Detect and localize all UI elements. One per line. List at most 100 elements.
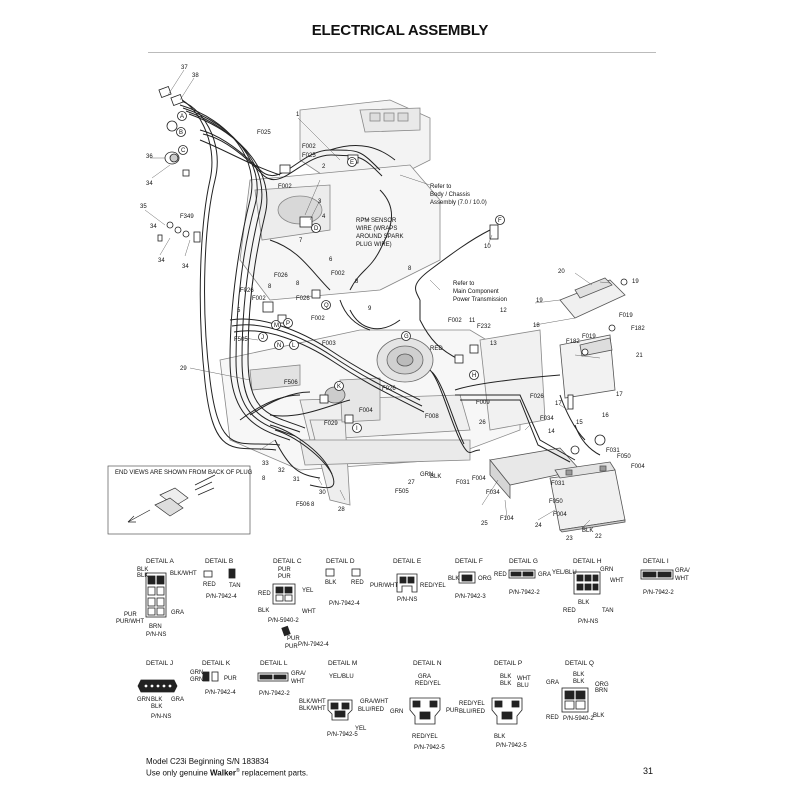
detail-e-label: RED/YEL — [420, 583, 446, 589]
detail-j-title: DETAIL J — [146, 660, 173, 667]
detail-a-title: DETAIL A — [146, 558, 174, 565]
detail-g-label: GRA — [538, 572, 551, 578]
detail-p-label: RED/YEL — [459, 701, 485, 707]
page-number: 31 — [643, 766, 654, 776]
detail-q-label: BLK — [573, 672, 584, 678]
callout-26: 26 — [479, 420, 486, 426]
callout-f002: F002 — [302, 144, 316, 150]
wire-red: RED — [430, 346, 443, 352]
callout-11: 11 — [469, 318, 476, 324]
detail-m-label: GRA/WHT — [360, 699, 389, 705]
note-rpm-3: AROUND SPARK — [356, 234, 404, 240]
detail-q-label: BLK — [573, 679, 584, 685]
callout-17: 17 — [616, 392, 623, 398]
detail-a-label: P/N-NS — [146, 632, 166, 638]
footer-note-pre: Use only genuine — [146, 768, 211, 778]
callout-24: 24 — [535, 523, 542, 529]
detail-c-label: YEL — [302, 588, 314, 594]
footer-note-post: replacement parts. — [239, 768, 309, 778]
callout-f506: F506 — [284, 380, 298, 386]
callout-6: 6 — [329, 257, 333, 263]
detail-c-label: P/N-5940-2 — [268, 618, 299, 624]
callout-f031: F031 — [551, 481, 565, 487]
callout-1: 1 — [296, 112, 300, 118]
callout-f050: F050 — [549, 499, 563, 505]
circle-letter-d: D — [314, 226, 319, 232]
detail-d: DETAIL D BLK RED P/N-7942-4 — [325, 558, 364, 607]
detail-g: DETAIL G RED GRA P/N-7942-2 — [494, 558, 551, 596]
wire-blk-battery: BLK — [582, 528, 593, 534]
callout-f026: F026 — [296, 296, 310, 302]
callout-f034: F034 — [540, 416, 554, 422]
callout-f004: F004 — [631, 464, 645, 470]
detail-d-title: DETAIL D — [326, 558, 355, 565]
detail-k-label: P/N-7942-4 — [205, 690, 236, 696]
detail-p-label: P/N-7942-5 — [496, 743, 527, 749]
detail-n-title: DETAIL N — [413, 660, 442, 667]
detail-a: DETAIL A BLK BLK BLK/WHT GRA PUR PUR/WHT… — [116, 558, 197, 638]
detail-h-label: YEL/BLU — [552, 570, 577, 576]
detail-callout-circles — [176, 111, 505, 433]
detail-p-title: DETAIL P — [494, 660, 522, 667]
detail-k-label: GRN — [190, 670, 203, 676]
circle-letter-a: A — [180, 114, 184, 120]
callout-f019: F019 — [619, 313, 633, 319]
end-views-note: END VIEWS ARE SHOWN FROM BACK OF PLUG — [115, 470, 253, 476]
callout-34: 34 — [146, 181, 153, 187]
callout-32: 32 — [278, 468, 285, 474]
detail-k-label: PUR — [224, 676, 237, 682]
detail-n-label: P/N-7942-5 — [414, 745, 445, 751]
callout-2: 2 — [322, 164, 326, 170]
detail-m-label: BLK/WHT — [299, 699, 326, 705]
detail-q-label: BLK — [593, 713, 604, 719]
detail-j-label: BLK — [151, 697, 162, 703]
battery-box — [559, 277, 626, 399]
detail-i-title: DETAIL I — [643, 558, 669, 565]
callout-f182: F182 — [631, 326, 645, 332]
callout-f031: F031 — [456, 480, 470, 486]
end-views-inset: END VIEWS ARE SHOWN FROM BACK OF PLUG — [107, 465, 253, 535]
detail-c-label: PUR — [278, 567, 291, 573]
callout-f003: F003 — [322, 341, 336, 347]
circle-letter-j: J — [261, 335, 264, 341]
detail-h-label: GRN — [600, 567, 613, 573]
detail-n-label: RED/YEL — [415, 681, 441, 687]
detail-e-label: PUR/WHT — [370, 583, 398, 589]
detail-j-label: P/N-NS — [151, 714, 171, 720]
callout-f232: F232 — [477, 324, 491, 330]
note-rpm-1: RPM SENSOR — [356, 218, 397, 224]
circle-letter-n: N — [277, 343, 281, 349]
callout-f034: F034 — [486, 490, 500, 496]
detail-l: DETAIL L GRA/ WHT P/N-7942-2 — [257, 660, 306, 697]
detail-c2-label: P/N-7942-4 — [298, 642, 329, 648]
detail-l-label: GRA/ — [291, 671, 306, 677]
note-main-1: Refer to — [453, 281, 475, 287]
detail-b-label: RED — [203, 582, 216, 588]
detail-l-label: P/N-7942-2 — [259, 691, 290, 697]
note-body-chassis-2: Body / Chassis — [430, 192, 470, 198]
callout-20: 20 — [558, 269, 565, 275]
callout-16: 16 — [602, 413, 609, 419]
detail-d-label: P/N-7942-4 — [329, 601, 360, 607]
callout-8: 8 — [355, 279, 359, 285]
detail-i-label: GRA/ — [675, 568, 690, 574]
detail-g-label: P/N-7942-2 — [509, 590, 540, 596]
note-body-chassis-1: Refer to — [430, 184, 452, 190]
detail-p-label: BLU/RED — [459, 709, 486, 715]
detail-e-label: P/N-NS — [397, 597, 417, 603]
connectors — [157, 86, 628, 455]
callout-10: 10 — [484, 244, 491, 250]
detail-p-label: BLK — [500, 674, 511, 680]
callout-30: 30 — [319, 490, 326, 496]
detail-i-label: P/N-7942-2 — [643, 590, 674, 596]
detail-c-label: WHT — [302, 609, 316, 615]
detail-m-label: P/N-7942-5 — [327, 732, 358, 738]
detail-c: DETAIL C PUR PUR RED YEL BLK WHT P/N-594… — [258, 558, 329, 650]
detail-c2-label: PUR — [287, 636, 300, 642]
detail-p-label: BLK — [494, 734, 505, 740]
callout-23: 23 — [566, 536, 573, 542]
circle-letter-i: I — [356, 426, 358, 432]
detail-j-label: GRA — [171, 697, 184, 703]
detail-a-label: PUR/WHT — [116, 619, 144, 625]
